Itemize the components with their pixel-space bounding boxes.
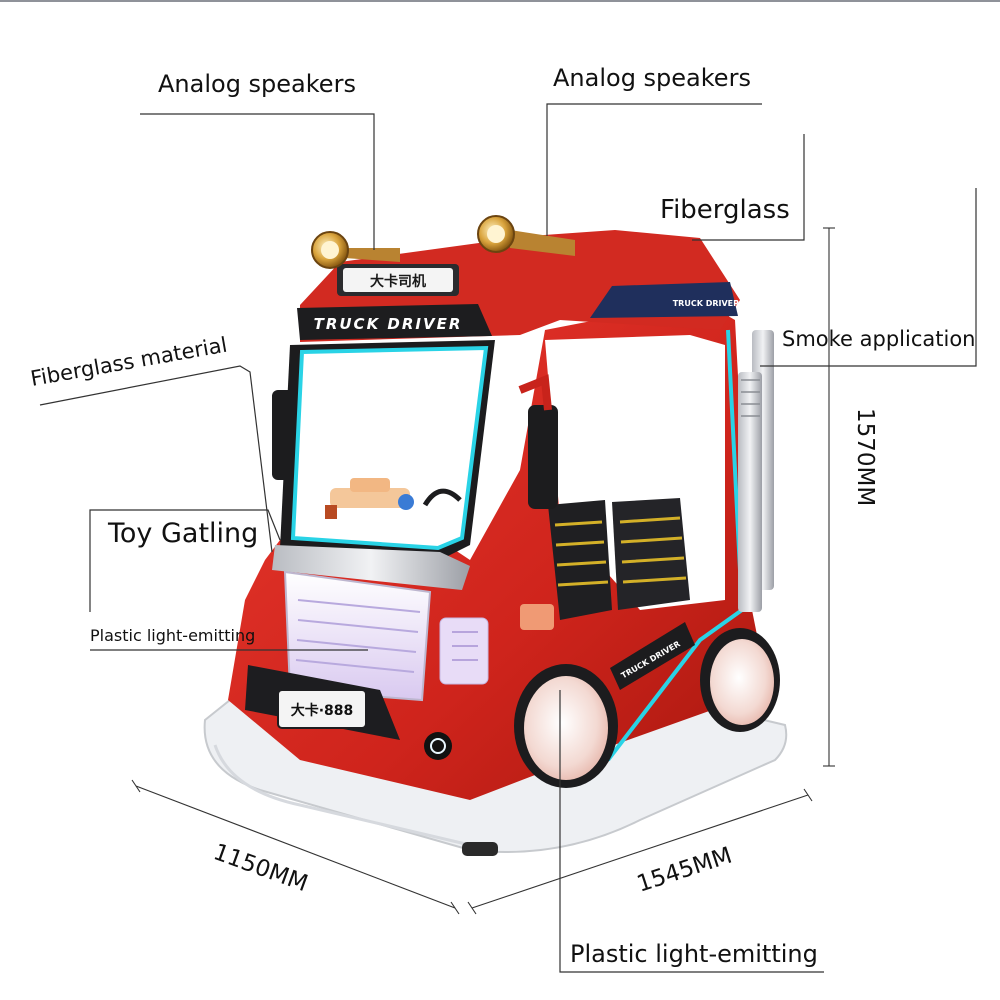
exhaust-light [424,732,452,760]
speaker-right [477,215,575,256]
front-grille [283,570,432,702]
bumper-car-illustration: TRUCK DRIVER 大卡司机 TRUCK DRIVER [203,215,788,856]
label-smoke-application: Smoke application [782,327,975,351]
leader-speaker-right [546,103,762,236]
roof-stripe [590,282,738,318]
bumper-foot [462,842,498,856]
leader-fiberglass-material [39,365,273,553]
leader-speaker-left [140,113,375,250]
label-plastic-bottom: Plastic light-emitting [570,940,818,968]
roof-sign-panel [297,304,492,340]
side-glow-line [606,329,745,762]
leader-lines [39,103,977,973]
seat-left [548,500,612,620]
mirror-left [272,390,294,480]
license-plate-text: 大卡·888 [291,702,354,719]
side-logo-strip [610,622,695,690]
front-wheel-rim [524,676,608,780]
leader-toy-gatling [89,509,281,612]
seat-right [612,498,690,610]
roof-plate-text: 大卡司机 [370,273,426,290]
dimension-lines [131,227,835,915]
label-speaker-left: Analog speakers [158,70,356,98]
toy-gatling-gun [325,478,414,519]
label-fiberglass-material: Fiberglass material [29,333,229,391]
windshield-glass [290,345,489,551]
dim-width-label: 1150MM [210,839,311,897]
smoke-stack-front [738,372,762,612]
license-plate [277,689,367,729]
label-toy-gatling: Toy Gatling [107,518,258,549]
top-border-line [0,0,1000,2]
roof-logo-text: TRUCK DRIVER [673,299,740,308]
dim-height-label: 1570MM [852,408,878,506]
dim-length-line [471,794,809,909]
label-plastic-front: Plastic light-emitting [90,626,255,645]
steering-wheel [422,488,462,507]
mirror-right [528,405,558,509]
rear-wheel-rim [710,639,774,725]
leader-fiberglass [692,134,805,241]
dim-width-line [135,785,456,909]
leader-smoke [760,188,977,367]
dim-length-label: 1545MM [634,843,735,898]
leader-plastic-bottom [559,690,824,973]
speaker-left [311,231,400,269]
side-light-panel [439,617,489,685]
roof-sign-text: TRUCK DRIVER [314,315,463,333]
label-fiberglass: Fiberglass [660,195,790,225]
label-speaker-right: Analog speakers [553,64,751,92]
